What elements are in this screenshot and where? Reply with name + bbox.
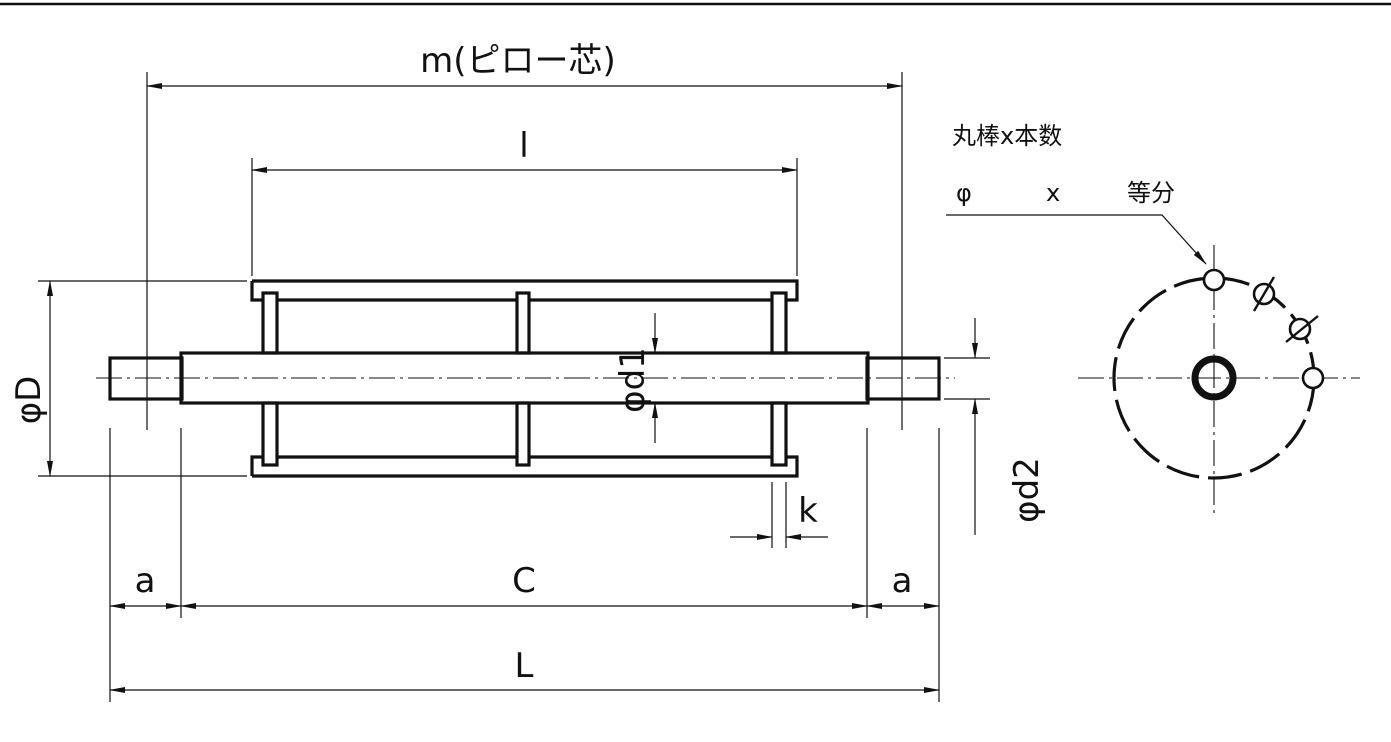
bottom-rail — [250, 455, 799, 478]
dimension-lines — [47, 83, 978, 693]
note-x: x — [1046, 179, 1060, 207]
left-disc-lower — [261, 401, 279, 467]
rod-circle-1 — [1202, 268, 1226, 292]
rod-circle-4 — [1301, 366, 1325, 390]
leader-line — [946, 214, 1207, 265]
note-title: 丸棒x本数 — [952, 122, 1062, 150]
label-d1: φd1 — [613, 347, 653, 413]
label-C: C — [512, 561, 536, 601]
extension-lines — [38, 72, 990, 702]
label-k: k — [798, 491, 818, 531]
label-l: l — [519, 126, 528, 166]
right-disc-lower — [770, 401, 788, 467]
label-d2: φd2 — [1007, 457, 1047, 523]
label-m: m(ピロー芯) — [420, 41, 616, 81]
label-a-right: a — [892, 561, 913, 601]
dimension-labels: m(ピロー芯) l φD φd1 φd2 k a C a L — [9, 41, 1047, 686]
side-view — [96, 279, 955, 478]
label-D: φD — [9, 376, 49, 425]
label-a-left: a — [135, 561, 156, 601]
note-phi: φ — [956, 179, 972, 207]
shaft-hole — [1191, 355, 1237, 401]
center-disc-upper — [515, 291, 531, 355]
top-rail — [250, 279, 799, 302]
end-view — [946, 214, 1360, 518]
left-disc-upper — [261, 291, 279, 355]
label-L: L — [515, 646, 534, 686]
right-disc-upper — [770, 291, 788, 355]
rod-note: 丸棒x本数 φ x 等分 — [952, 122, 1175, 207]
note-equal-div: 等分 — [1127, 179, 1175, 207]
center-disc-lower — [515, 401, 531, 467]
